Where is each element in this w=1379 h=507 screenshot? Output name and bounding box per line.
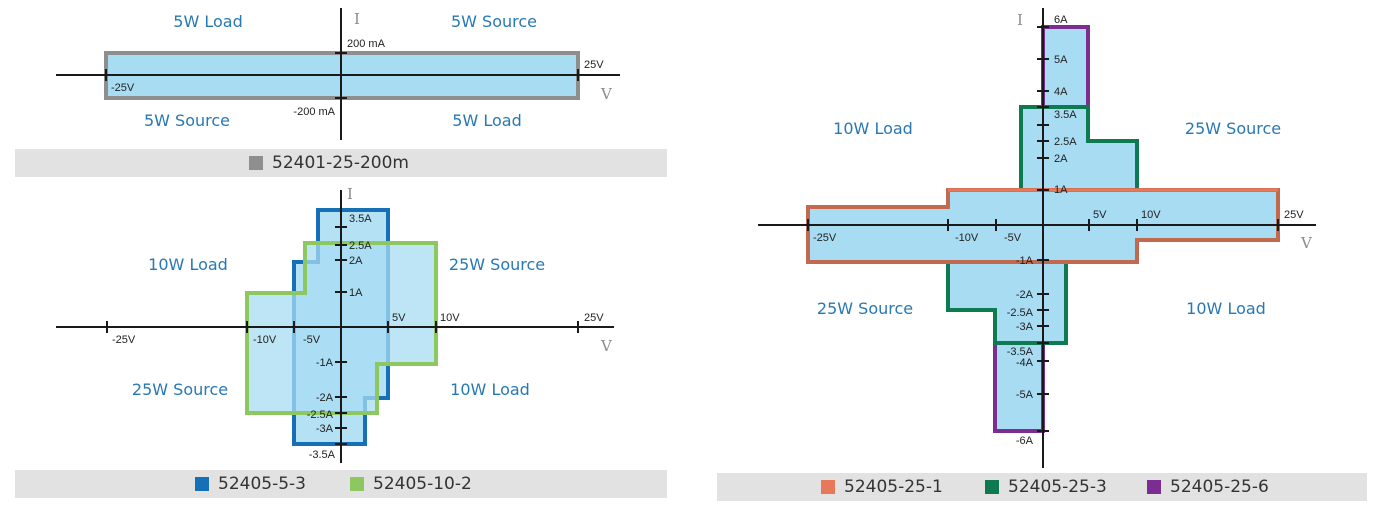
tick-label: -6A <box>1016 435 1034 447</box>
tick-label: 2.5A <box>349 240 372 252</box>
tick-label: 10V <box>440 312 460 324</box>
tick-label: 3.5A <box>349 213 372 225</box>
tick-label: 6A <box>1054 14 1068 26</box>
quadrant-label: 25W Source <box>449 255 545 274</box>
quadrant-label: 5W Source <box>144 111 230 130</box>
tick-label: 25V <box>584 312 604 324</box>
quadrant-label: 10W Load <box>1186 299 1266 318</box>
legend-swatch <box>821 480 835 494</box>
legend-label: 52401-25-200m <box>272 153 409 173</box>
tick-label: -3.5A <box>1007 346 1034 358</box>
tick-label: -200 mA <box>293 106 335 118</box>
tick-label: -25V <box>112 334 136 346</box>
quadrant-label: 25W Source <box>817 299 913 318</box>
tick-label: -3.5A <box>309 449 336 461</box>
quadrant-label: 25W Source <box>132 380 228 399</box>
tick-label: 1A <box>1054 184 1068 196</box>
current-axis-name: I <box>354 10 360 28</box>
legend-bar-52405-small: 52405-5-3 52405-10-2 <box>15 470 667 498</box>
diagram-52405-25-series: I V 10W Load 25W Source 25W Source 10W L… <box>758 8 1316 468</box>
tick-label: 10V <box>1141 209 1161 221</box>
tick-label: -5V <box>303 334 321 346</box>
tick-label: 200 mA <box>347 38 386 50</box>
legend-swatch <box>1147 480 1161 494</box>
legend-swatch <box>350 477 364 491</box>
tick-label: 5A <box>1054 54 1068 66</box>
tick-label: 2A <box>349 255 363 267</box>
voltage-axis-name: V <box>1300 234 1313 252</box>
legend-label: 52405-5-3 <box>218 474 306 494</box>
tick-label: -3A <box>316 423 334 435</box>
legend-item: 52401-25-200m <box>249 149 409 177</box>
quadrant-label: 5W Load <box>173 12 242 31</box>
voltage-axis-name: V <box>600 337 613 355</box>
current-axis-name: I <box>1017 11 1023 29</box>
tick-label: -3A <box>1016 321 1034 333</box>
tick-label: -2A <box>1016 289 1034 301</box>
tick-label: -25V <box>111 82 135 94</box>
tick-label: -1A <box>1016 255 1034 267</box>
legend-item: 52405-5-3 <box>195 470 306 498</box>
legend-item: 52405-25-1 <box>821 473 943 501</box>
legend-swatch <box>249 156 263 170</box>
diagram-52405-5-3-and-10-2: I V 10W Load 25W Source 25W Source 10W L… <box>56 185 614 463</box>
tick-label: 3.5A <box>1054 109 1077 121</box>
legend-bar-52401: 52401-25-200m <box>15 149 667 177</box>
tick-label: -5V <box>1004 232 1022 244</box>
tick-label: -10V <box>253 334 277 346</box>
legend-label: 52405-25-3 <box>1008 477 1107 497</box>
quadrant-label: 5W Load <box>452 111 521 130</box>
diagram-52401-25-200m: I V 5W Load 5W Source 5W Source 5W Load … <box>56 8 620 140</box>
tick-label: -5A <box>1016 389 1034 401</box>
legend-swatch <box>985 480 999 494</box>
tick-label: -1A <box>316 357 334 369</box>
legend-item: 52405-25-3 <box>985 473 1107 501</box>
tick-label: -2A <box>316 392 334 404</box>
current-axis-name: I <box>347 185 353 203</box>
voltage-axis-name: V <box>600 85 613 103</box>
quadrant-label: 10W Load <box>450 380 530 399</box>
tick-label: 25V <box>1284 209 1304 221</box>
tick-label: 5V <box>1093 209 1107 221</box>
tick-label: 25V <box>584 59 604 71</box>
tick-label: -2.5A <box>1007 307 1034 319</box>
legend-bar-52405-25: 52405-25-1 52405-25-3 52405-25-6 <box>717 473 1367 501</box>
quadrant-label: 10W Load <box>833 119 913 138</box>
tick-label: 5V <box>392 312 406 324</box>
legend-label: 52405-25-1 <box>844 477 943 497</box>
tick-marks <box>807 26 1279 432</box>
legend-label: 52405-25-6 <box>1170 477 1269 497</box>
legend-item: 52405-25-6 <box>1147 473 1269 501</box>
legend-label: 52405-10-2 <box>373 474 472 494</box>
quadrant-label: 5W Source <box>451 12 537 31</box>
quadrant-label: 10W Load <box>148 255 228 274</box>
legend-swatch <box>195 477 209 491</box>
tick-label: -4A <box>1016 357 1034 369</box>
tick-label: 1A <box>349 287 363 299</box>
quadrant-label: 25W Source <box>1185 119 1281 138</box>
tick-marks <box>106 226 579 445</box>
tick-label: 4A <box>1054 86 1068 98</box>
tick-label: 2.5A <box>1054 136 1077 148</box>
tick-label: -2.5A <box>307 409 334 421</box>
tick-label: -25V <box>813 232 837 244</box>
tick-label: 2A <box>1054 153 1068 165</box>
tick-label: -10V <box>955 232 979 244</box>
legend-item: 52405-10-2 <box>350 470 472 498</box>
